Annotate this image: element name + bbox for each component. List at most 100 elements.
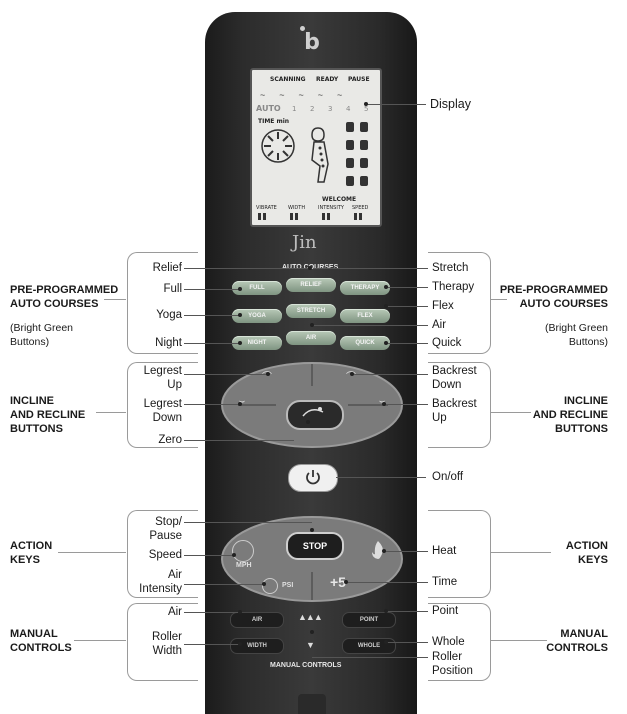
status-ready: READY <box>316 76 339 83</box>
auto-courses-right-heading: PRE-PROGRAMMED AUTO COURSES <box>499 284 608 310</box>
night-button[interactable]: NIGHT <box>232 336 282 350</box>
point-button[interactable]: POINT <box>342 612 396 628</box>
auto-courses-right-bracket <box>428 252 491 354</box>
manual-right-connector <box>491 640 547 641</box>
stop-pause-leader-dot <box>310 528 314 532</box>
incline-right-heading: INCLINE AND RECLINE BUTTONS <box>532 395 608 435</box>
relief-leader-dot <box>308 266 312 270</box>
roller-width-leader-dot <box>238 642 242 646</box>
mph-label: MPH <box>236 562 252 569</box>
roller-position-leader-dot <box>310 630 314 634</box>
stop-pause-callout: Stop/ Pause <box>149 516 182 542</box>
auto-num-1: 1 <box>292 105 297 113</box>
relief-leader <box>184 268 310 269</box>
auto-num-2: 2 <box>310 105 315 113</box>
action-left-bracket <box>127 510 198 598</box>
flex-button[interactable]: FLEX <box>340 309 390 323</box>
time-plus5-button[interactable]: +5 <box>330 574 346 590</box>
time-label: TIME min <box>258 118 290 125</box>
incline-left-bracket <box>127 362 198 448</box>
bar-label-width: WIDTH <box>288 205 306 211</box>
yoga-callout: Yoga <box>156 309 182 321</box>
roller-position-leader <box>312 657 428 658</box>
zero-gravity-icon <box>302 407 324 417</box>
heat-flame-icon[interactable] <box>370 540 386 560</box>
flex-callout: Flex <box>432 300 454 312</box>
brand-logo: b <box>304 30 320 55</box>
stretch-callout: Stretch <box>432 262 469 274</box>
speed-leader <box>184 555 234 556</box>
night-callout: Night <box>155 337 182 349</box>
air-intensity-leader-dot <box>262 582 266 586</box>
auto-left-connector <box>104 299 126 300</box>
yoga-leader <box>184 315 240 316</box>
full-button[interactable]: FULL <box>232 281 282 295</box>
backrest-down-leader <box>352 374 428 375</box>
bar-label-intensity: INTENSITY <box>318 205 344 211</box>
display-leader-dot <box>364 102 368 106</box>
action-right-bracket <box>428 510 491 598</box>
backrest-up-button[interactable]: ⌣ <box>368 396 396 412</box>
action-keys-left-heading: ACTION KEYS <box>10 540 53 566</box>
onoff-callout: On/off <box>432 471 464 483</box>
incline-right-bracket <box>428 362 491 448</box>
display-leader <box>366 104 426 105</box>
yoga-button[interactable]: YOGA <box>232 309 282 323</box>
legrest-down-leader-dot <box>238 402 242 406</box>
action-left-connector <box>58 552 126 553</box>
point-callout: Point <box>432 605 459 617</box>
speed-leader-dot <box>232 553 236 557</box>
psi-gauge-icon[interactable] <box>262 578 278 594</box>
time-leader-dot <box>344 580 348 584</box>
air-manual-callout: Air <box>167 606 182 618</box>
incline-left-connector <box>96 412 126 413</box>
width-button[interactable]: WIDTH <box>230 638 284 654</box>
action-right-connector <box>491 552 551 553</box>
backrest-down-button[interactable]: ⌒ <box>346 372 356 383</box>
legrest-up-leader-dot <box>266 372 270 376</box>
incline-left-heading: INCLINE AND RECLINE BUTTONS <box>10 395 86 435</box>
air-intensity-callout: Air Intensity <box>139 569 182 595</box>
air-course-button[interactable]: AIR <box>286 331 336 345</box>
psi-label: PSI <box>282 582 294 589</box>
zero-gravity-button[interactable] <box>286 400 344 430</box>
legrest-up-leader <box>184 374 268 375</box>
quick-button[interactable]: QUICK <box>340 336 390 350</box>
therapy-leader-dot <box>384 285 388 289</box>
legrest-down-callout: Legrest Down <box>143 398 182 424</box>
zero-callout: Zero <box>158 434 182 446</box>
therapy-button[interactable]: THERAPY <box>340 281 390 295</box>
power-button[interactable] <box>288 464 338 492</box>
therapy-callout: Therapy <box>432 281 475 293</box>
roller-up-arrows[interactable]: ▲▲▲ <box>298 612 323 622</box>
whole-callout: Whole <box>432 636 465 648</box>
massage-mode-icons <box>346 122 368 186</box>
speed-callout: Speed <box>148 549 182 561</box>
air-course-leader <box>312 325 428 326</box>
whole-button[interactable]: WHOLE <box>342 638 396 654</box>
auto-num-4: 4 <box>346 105 351 113</box>
air-manual-button[interactable]: AIR <box>230 612 284 628</box>
logo-dot <box>300 26 305 31</box>
full-callout: Full <box>163 283 182 295</box>
manual-controls-right-heading: MANUAL CONTROLS <box>546 628 608 654</box>
yoga-leader-dot <box>238 313 242 317</box>
heat-callout: Heat <box>432 545 457 557</box>
zero-leader-dot <box>306 420 310 424</box>
backrest-up-callout: Backrest Up <box>432 398 477 424</box>
time-leader <box>346 582 428 583</box>
heat-leader-dot <box>382 549 386 553</box>
backrest-up-leader <box>384 404 428 405</box>
flex-leader-dot <box>384 304 388 308</box>
roller-down-arrow[interactable]: ▼ <box>306 640 315 650</box>
stop-button[interactable]: STOP <box>286 532 344 560</box>
speed-icon[interactable] <box>232 540 254 562</box>
air-manual-leader <box>184 612 240 613</box>
relief-button[interactable]: RELIEF <box>286 278 336 292</box>
status-pause: PAUSE <box>348 76 370 83</box>
stretch-button[interactable]: STRETCH <box>286 304 336 318</box>
legrest-down-button[interactable]: ⌣ <box>238 396 246 407</box>
quick-leader <box>386 343 428 344</box>
full-leader-dot <box>238 287 242 291</box>
legrest-up-button[interactable]: ⌒ <box>262 372 272 383</box>
